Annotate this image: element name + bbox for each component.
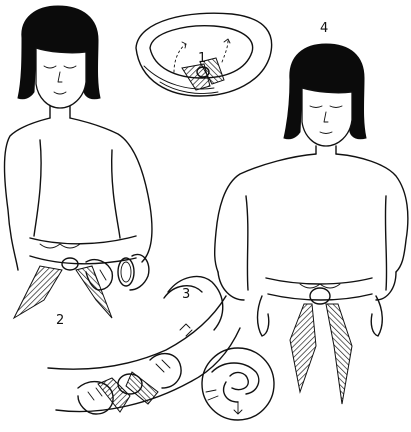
figure-right: 4	[215, 21, 408, 404]
step-3-closeup: 2 3	[48, 277, 274, 420]
scarf-tail-right-a	[290, 304, 316, 392]
torso-left	[5, 118, 152, 270]
face-left	[36, 48, 86, 108]
step-number-4: 4	[320, 21, 328, 36]
belt-right	[266, 278, 372, 300]
face-right	[302, 88, 352, 146]
step-1-loop: 1	[136, 13, 272, 96]
belt-left	[30, 236, 136, 264]
step-number-2: 2	[56, 313, 64, 328]
scarf-tail-left-b	[76, 266, 112, 318]
step-number-3: 3	[182, 287, 190, 302]
step-number-1: 1	[198, 51, 206, 66]
torso-right	[215, 154, 408, 272]
figure-left	[5, 6, 152, 318]
scarf-tail-right-b	[326, 304, 352, 404]
scarf-tail-left-a	[14, 266, 62, 318]
